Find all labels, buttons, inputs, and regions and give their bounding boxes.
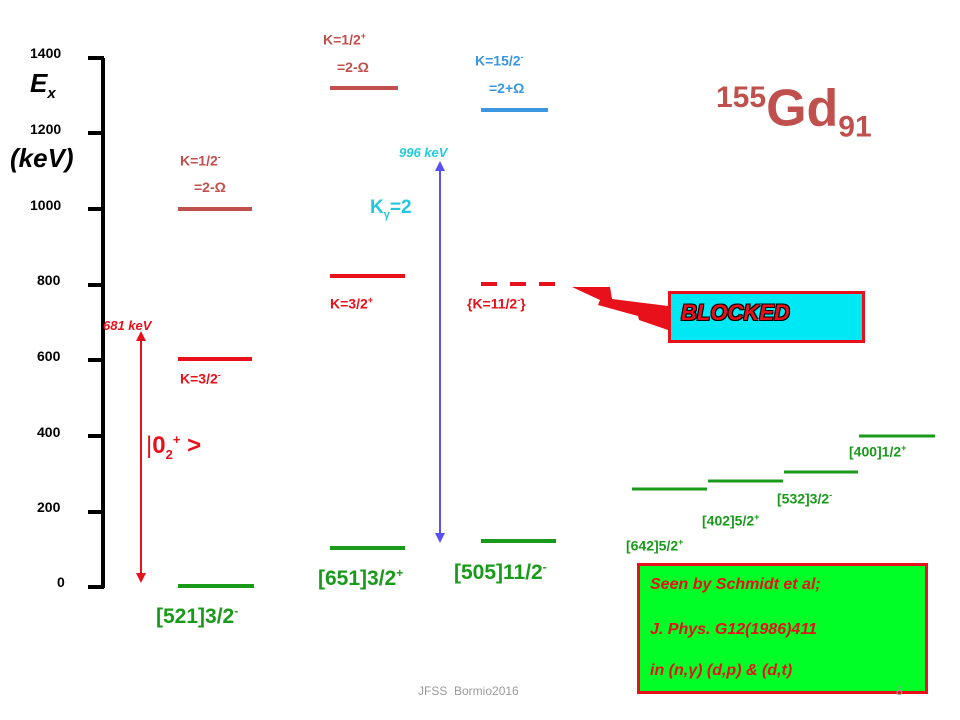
label-k12minus-omega: =2-Ω [194,179,226,195]
footer-text: JFSS Bormio2016 [418,684,519,698]
label-400: [400]1/2+ [849,443,907,460]
nucleus-symbol: Gd [766,79,839,138]
reference-box: Seen by Schmidt et al; J. Phys. G12(1986… [637,563,928,694]
label-ket-02plus: |02+ > [146,432,202,462]
tick-label-600: 600 [37,348,61,364]
label-521: [521]3/2- [156,604,239,628]
page-number: 8 [896,684,903,698]
label-k152-omega: =2+Ω [489,80,525,96]
label-402: [402]5/2+ [702,512,760,529]
label-k112: {K=11/2-} [467,295,526,312]
label-k32minus: K=3/2- [180,370,221,387]
reference-line-2: J. Phys. G12(1986)411 [650,621,817,638]
label-532: [532]3/2- [777,490,833,507]
reference-line-3: in (n,γ) (d,p) & (d,t) [650,662,793,679]
label-651: [651]3/2+ [318,566,404,590]
tick-label-1000: 1000 [30,197,62,213]
lightning-bolt-icon [572,287,668,330]
label-k12plus-omega: =2-Ω [337,59,369,75]
tick-label-400: 400 [37,424,61,440]
tick-label-0: 0 [57,574,65,590]
label-k12plus: K=1/2+ [323,31,367,48]
tick-label-1400: 1400 [30,45,62,61]
nucleus-mass: 155 [716,81,767,114]
label-996-kev: 996 keV [399,145,448,160]
label-505: [505]11/2- [454,560,547,584]
label-k12minus: K=1/2- [180,152,221,169]
tick-label-800: 800 [37,272,61,288]
tick-label-200: 200 [37,499,61,515]
axis-title-main: E [30,68,48,98]
axis-title-sub: x [47,85,56,103]
nucleus-title: 155Gd91 [716,68,872,158]
nucleus-neutrons: 91 [838,110,872,144]
label-681-kev: 681 keV [103,318,152,333]
axis-title: Ex [30,68,56,102]
label-kgamma: Kγ=2 [370,197,412,221]
label-642: [642]5/2+ [626,537,684,554]
tick-label-1200: 1200 [30,121,62,137]
reference-line-1: Seen by Schmidt et al; [650,576,821,593]
axis-unit: (keV) [10,143,74,173]
blocked-label: BLOCKED [681,300,790,325]
label-k32plus: K=3/2+ [330,295,374,312]
axis-ticks [88,56,104,589]
label-k152: K=15/2- [475,52,524,69]
blocked-box: BLOCKED [668,291,865,343]
